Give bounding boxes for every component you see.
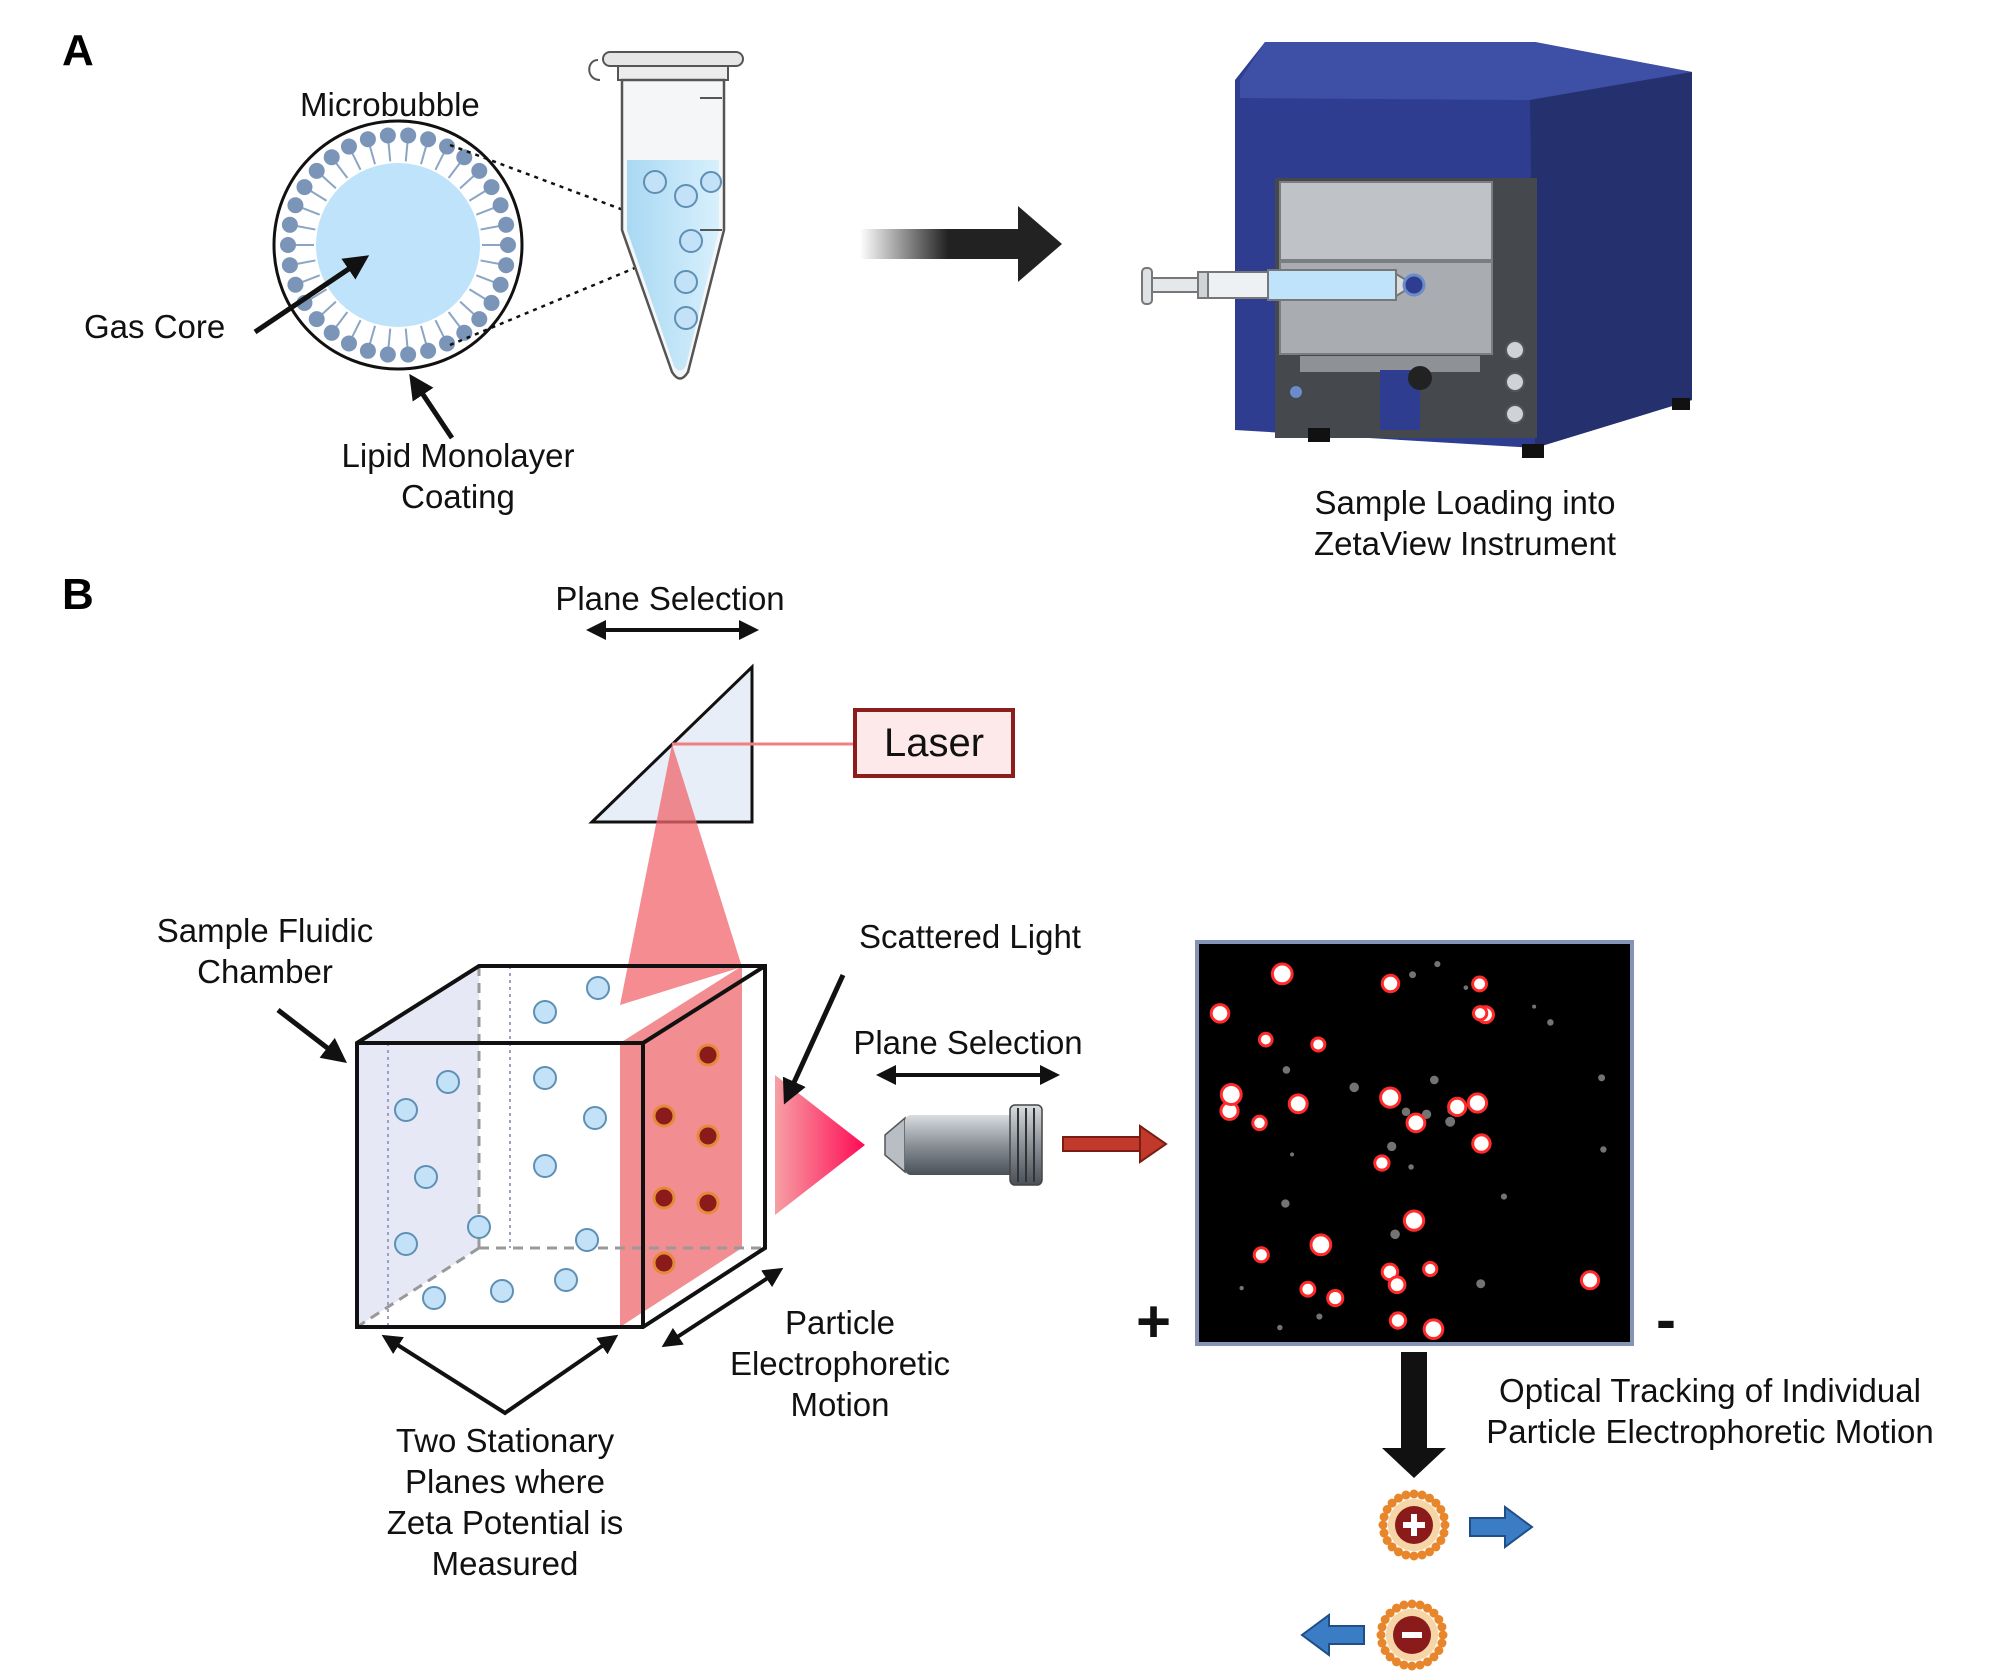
panel-label-b: B: [62, 570, 94, 619]
scattered-light-cone: [775, 1075, 865, 1215]
tracking-image: [1195, 940, 1634, 1346]
panel-label-a: A: [62, 26, 94, 75]
zetaview-instrument: [1141, 42, 1692, 458]
scattered-light-arrow: [782, 973, 846, 1105]
plane-selection-objective-label: Plane Selection: [853, 1024, 1083, 1061]
sample-chamber: [355, 964, 767, 1329]
gas-core-label: Gas Core: [84, 308, 226, 345]
positive-electrode-sign: +: [1136, 1288, 1172, 1355]
objective-lens: [884, 1104, 1043, 1186]
lipid-monolayer: [280, 127, 516, 363]
plane-selection-top-label: Plane Selection: [555, 580, 785, 617]
scattered-light-label: Scattered Light: [859, 918, 1081, 955]
microbubble: [272, 119, 524, 371]
sample-tube: [588, 51, 744, 380]
stationary-planes-arrow: [381, 1334, 619, 1416]
negative-motion-arrow: [1300, 1613, 1365, 1657]
positive-motion-arrow: [1469, 1505, 1534, 1549]
coating-arrow: [409, 373, 455, 440]
microbubble-label: Microbubble: [300, 86, 480, 123]
laser-sheet: [620, 744, 742, 1005]
chamber-arrow: [276, 1008, 347, 1064]
red-arrow: [1062, 1124, 1168, 1164]
gas-core-arrow: [253, 255, 370, 335]
negative-electrode-sign: -: [1656, 1286, 1676, 1353]
negative-particle: [1376, 1599, 1448, 1671]
zoom-line-top: [449, 143, 691, 237]
motion-arrow: [661, 1267, 784, 1348]
laser-box: Laser: [853, 708, 1015, 778]
positive-particle: [1378, 1489, 1450, 1561]
workflow-arrow: [860, 206, 1062, 282]
down-arrow: [1382, 1352, 1446, 1478]
